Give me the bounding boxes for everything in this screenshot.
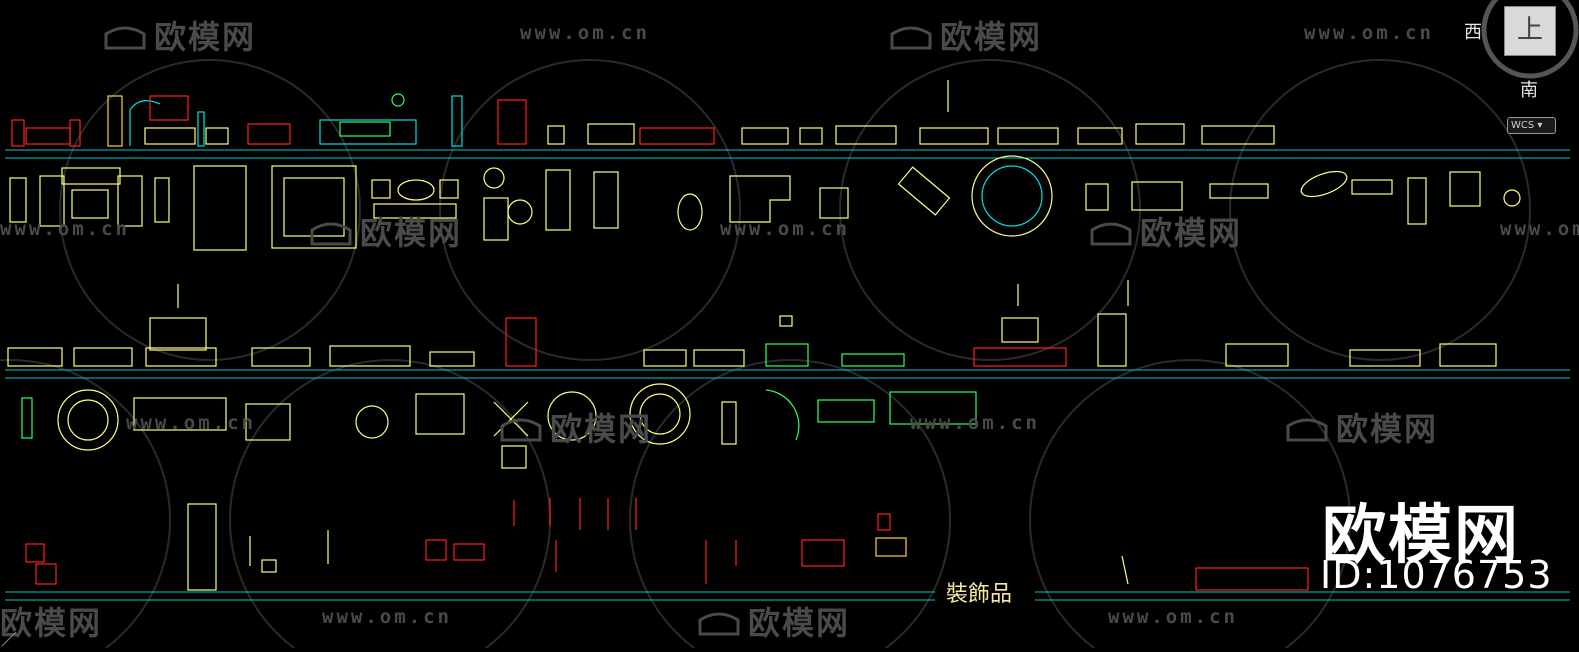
watermark-brand: 欧模网	[102, 12, 256, 58]
id-stamp-number: ID:1076753	[1320, 553, 1553, 597]
watermark-brand: 欧模网	[1088, 208, 1242, 254]
row5-lamps-decor[interactable]	[25, 498, 1309, 591]
viewcube[interactable]: 上 西 南	[1464, 0, 1579, 110]
watermark-url: www.om.cn	[126, 412, 256, 434]
watermark-url: www.om.cn	[720, 218, 850, 240]
watermark-url: www.om.cn	[910, 412, 1040, 434]
watermark-url: www.om.cn	[520, 22, 650, 44]
sofa-logo-icon	[498, 416, 544, 446]
sofa-logo-icon	[308, 220, 354, 250]
chevron-down-icon: ▾	[1537, 120, 1543, 131]
section-label-decor: 裝飾品	[946, 582, 1013, 607]
ucs-cursor-icon	[1, 631, 17, 647]
watermark-brand: 欧模网	[0, 604, 103, 642]
sofa-logo-icon	[696, 610, 742, 640]
wcs-label: WCS	[1511, 120, 1535, 131]
row3-dining-elevations[interactable]	[7, 280, 1497, 367]
watermark-url: www.om.cn	[322, 606, 452, 628]
watermark-brand: 欧模网	[1284, 404, 1438, 450]
sofa-logo-icon	[888, 24, 934, 54]
wcs-menu-button[interactable]: WCS ▾	[1507, 117, 1556, 134]
viewcube-west-label[interactable]: 西	[1464, 22, 1482, 43]
viewcube-top-face[interactable]: 上	[1504, 6, 1556, 56]
id-stamp-brand: 欧模网	[1322, 499, 1520, 573]
viewcube-south-label[interactable]: 南	[1520, 80, 1538, 101]
row1-elevation-furniture[interactable]	[11, 80, 1275, 147]
sofa-logo-icon	[1284, 416, 1330, 446]
sofa-logo-icon	[1088, 220, 1134, 250]
watermark-url: www.om.cn	[1304, 22, 1434, 44]
watermark-url: www.om.cn	[0, 218, 130, 240]
viewcube-ring-icon	[1481, 0, 1579, 79]
row4-dining-tables[interactable]	[21, 383, 977, 469]
watermark-brand: 欧模网	[498, 404, 652, 450]
watermark-url: www.om.cn	[1108, 606, 1238, 628]
watermark-url: www.om.cn	[1500, 218, 1579, 240]
watermark-brand: 欧模网	[308, 208, 462, 254]
guide-lines	[5, 149, 1570, 601]
watermark-brand: 欧模网	[888, 12, 1042, 58]
watermark-brand: 欧模网	[696, 598, 850, 644]
watermark-circles	[0, 59, 1531, 652]
row2-plan-furniture[interactable]	[9, 155, 1521, 251]
sofa-logo-icon	[102, 24, 148, 54]
